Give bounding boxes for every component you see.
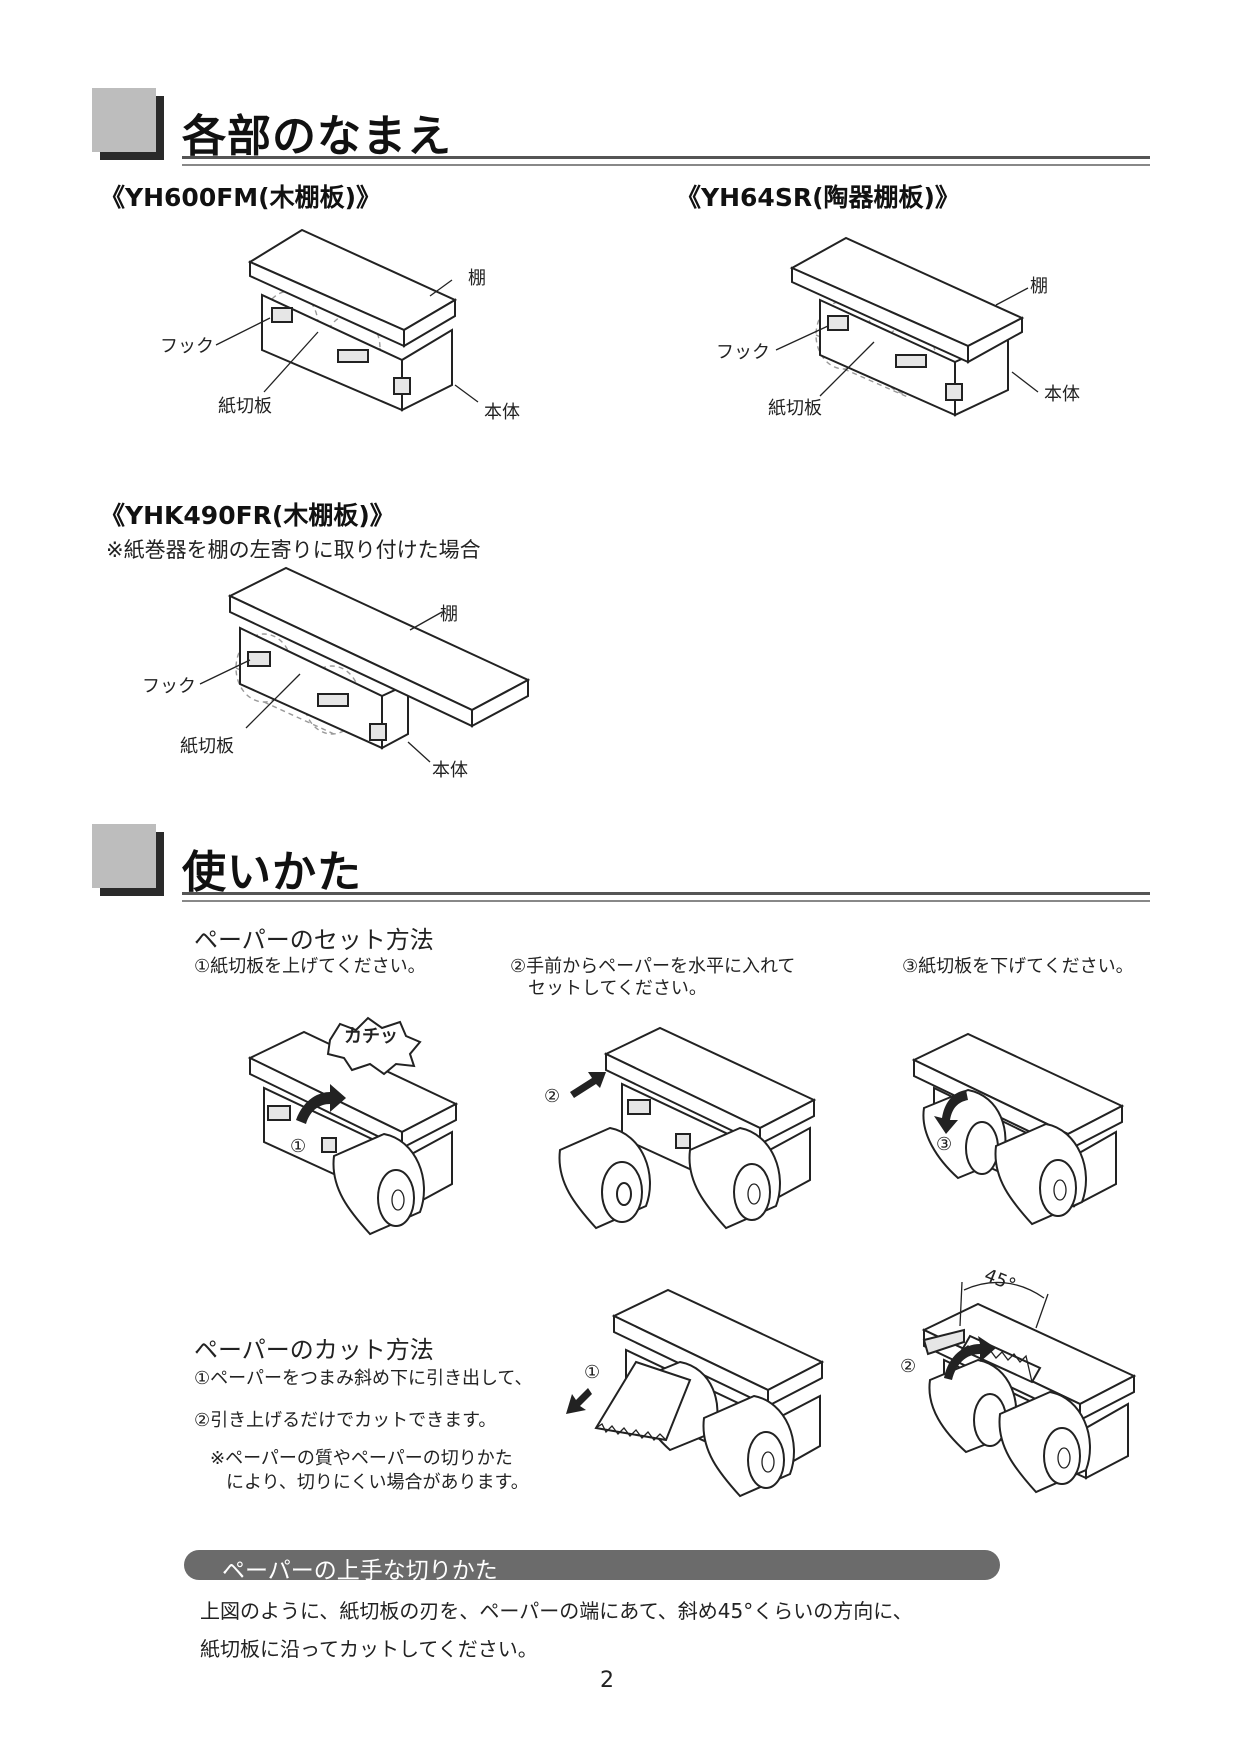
set-step-2-illustration bbox=[558, 1026, 817, 1230]
set-step-2: ②手前からペーパーを水平に入れて bbox=[510, 956, 796, 977]
cut-marker-2: ② bbox=[900, 1356, 917, 1377]
set-marker-3: ③ bbox=[936, 1134, 953, 1155]
cut-step-2-illustration bbox=[921, 1281, 1137, 1494]
label-shelf: 棚 bbox=[440, 604, 458, 625]
label-hook: フック bbox=[160, 336, 214, 357]
section-title-usage: 使いかた bbox=[182, 847, 362, 898]
set-step-3: ③紙切板を下げてください。 bbox=[902, 956, 1134, 977]
cut-note-line-2: により、切りにくい場合があります。 bbox=[226, 1472, 529, 1493]
label-hook: フック bbox=[716, 342, 770, 363]
label-cutter: 紙切板 bbox=[768, 398, 822, 419]
illustration-yhk490fr bbox=[199, 566, 531, 763]
model-name-yh600fm: 《YH600FM(木棚板)》 bbox=[100, 183, 382, 212]
tip-banner bbox=[184, 1550, 1000, 1580]
label-cutter: 紙切板 bbox=[218, 396, 272, 417]
label-body: 本体 bbox=[484, 402, 520, 423]
model-name-yh64sr: 《YH64SR(陶器棚板)》 bbox=[676, 183, 960, 212]
label-cutter: 紙切板 bbox=[180, 736, 234, 757]
cut-marker-1: ① bbox=[584, 1362, 601, 1383]
illustration-yh64sr bbox=[775, 236, 1039, 417]
label-shelf: 棚 bbox=[468, 268, 486, 289]
tip-line-2: 紙切板に沿ってカットしてください。 bbox=[200, 1637, 538, 1661]
paper-set-heading: ペーパーのセット方法 bbox=[194, 926, 434, 954]
label-shelf: 棚 bbox=[1030, 276, 1048, 297]
section-marker bbox=[92, 824, 156, 888]
section-rule bbox=[182, 156, 1150, 166]
page-number: 2 bbox=[600, 1668, 614, 1693]
label-body: 本体 bbox=[432, 760, 468, 781]
set-step-1-illustration bbox=[247, 1016, 459, 1236]
set-step-2-cont: セットしてください。 bbox=[528, 978, 707, 999]
set-marker-1: ① bbox=[290, 1136, 307, 1157]
cut-step-1-illustration bbox=[566, 1288, 825, 1498]
set-marker-2: ② bbox=[544, 1086, 561, 1107]
cut-step-1: ①ペーパーをつまみ斜め下に引き出して、 bbox=[194, 1368, 533, 1389]
set-step-3-illustration bbox=[911, 1032, 1125, 1226]
label-hook: フック bbox=[142, 676, 196, 697]
mounting-note: ※紙巻器を棚の左寄りに取り付けた場合 bbox=[106, 538, 481, 562]
section-marker bbox=[92, 88, 156, 152]
cut-step-2: ②引き上げるだけでカットできます。 bbox=[194, 1410, 497, 1431]
model-name-yhk490fr: 《YHK490FR(木棚板)》 bbox=[100, 501, 395, 530]
paper-cut-heading: ペーパーのカット方法 bbox=[194, 1336, 434, 1364]
angle-label: 45° bbox=[981, 1264, 1019, 1297]
cut-note-line-1: ※ペーパーの質やペーパーの切りかた bbox=[210, 1448, 513, 1469]
section-title-names: 各部のなまえ bbox=[182, 111, 452, 162]
tip-title: ペーパーの上手な切りかた bbox=[222, 1558, 498, 1584]
tip-line-1: 上図のように、紙切板の刃を、ペーパーの端にあて、斜め45°くらいの方向に、 bbox=[200, 1599, 913, 1623]
set-step-1: ①紙切板を上げてください。 bbox=[194, 956, 426, 977]
click-sound-text: カチッ bbox=[344, 1026, 398, 1047]
label-body: 本体 bbox=[1044, 384, 1080, 405]
section-rule bbox=[182, 892, 1150, 902]
illustration-yh600fm bbox=[215, 228, 479, 412]
